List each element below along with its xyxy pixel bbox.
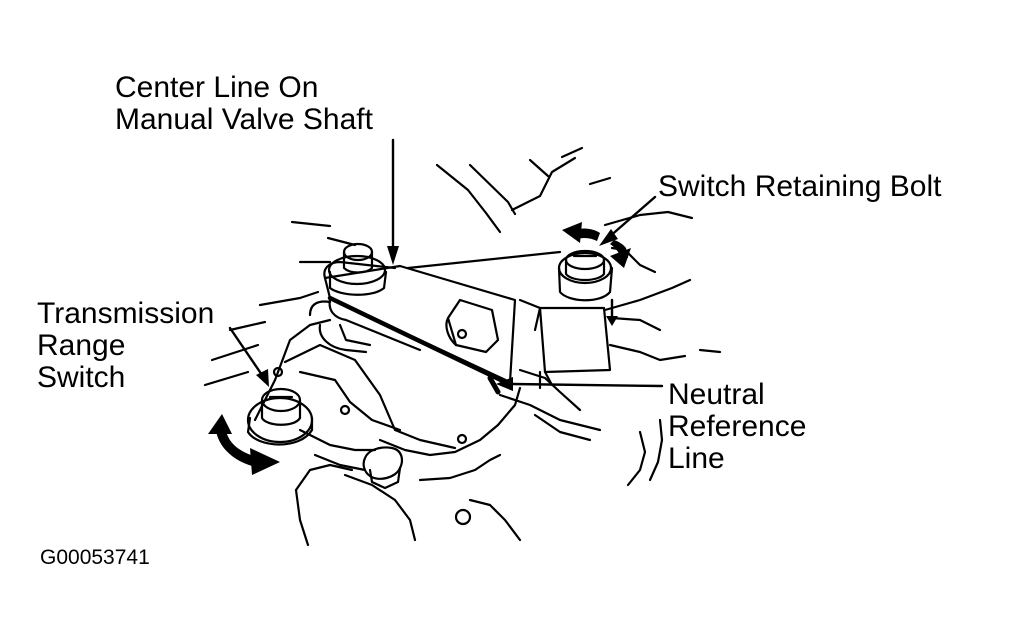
lower-stud bbox=[362, 446, 403, 490]
figure-code: G00053741 bbox=[40, 546, 150, 569]
manual-valve-lever bbox=[308, 260, 517, 385]
range-switch-body bbox=[253, 318, 522, 547]
neutral-line-label-line1: Neutral bbox=[668, 378, 765, 411]
transmission-housing bbox=[203, 146, 722, 487]
range-switch-label-line3: Switch bbox=[37, 361, 126, 394]
lower-retaining-bolt-icon bbox=[246, 387, 314, 446]
range-switch-label-line2: Range bbox=[37, 329, 126, 362]
retaining-bolt-label-text: Switch Retaining Bolt bbox=[658, 170, 942, 203]
rotation-arrow-upper-icon bbox=[562, 222, 631, 268]
switch-block-arrowhead bbox=[606, 316, 618, 326]
neutral-line-label: Neutral Reference Line bbox=[668, 379, 806, 475]
center-line-label-line2: Manual Valve Shaft bbox=[115, 103, 373, 136]
leader-lines bbox=[228, 138, 664, 391]
rotation-arrow-lower-icon bbox=[208, 414, 280, 475]
range-switch-label-line1: Transmission bbox=[37, 297, 215, 330]
lever-nut-icon bbox=[326, 236, 388, 296]
center-line-label: Center Line On Manual Valve Shaft bbox=[115, 72, 373, 136]
neutral-line-leader bbox=[510, 382, 664, 388]
neutral-line-label-line3: Line bbox=[668, 442, 725, 475]
neutral-line-arrowhead bbox=[496, 377, 513, 391]
retaining-bolt-leader bbox=[606, 195, 657, 240]
range-switch-arrowhead bbox=[256, 369, 269, 387]
neutral-line-label-line2: Reference bbox=[668, 410, 807, 443]
center-line-arrowhead bbox=[387, 246, 399, 265]
neutral-reference-mark bbox=[487, 375, 501, 395]
retaining-bolt-label: Switch Retaining Bolt bbox=[658, 171, 941, 203]
range-switch-label: Transmission Range Switch bbox=[37, 298, 214, 394]
retaining-bolt-arrowhead bbox=[599, 229, 618, 246]
upper-retaining-bolt-icon bbox=[557, 249, 614, 302]
range-switch-leader bbox=[228, 326, 264, 377]
center-line-label-line1: Center Line On bbox=[115, 71, 319, 104]
switch-block bbox=[518, 298, 612, 390]
